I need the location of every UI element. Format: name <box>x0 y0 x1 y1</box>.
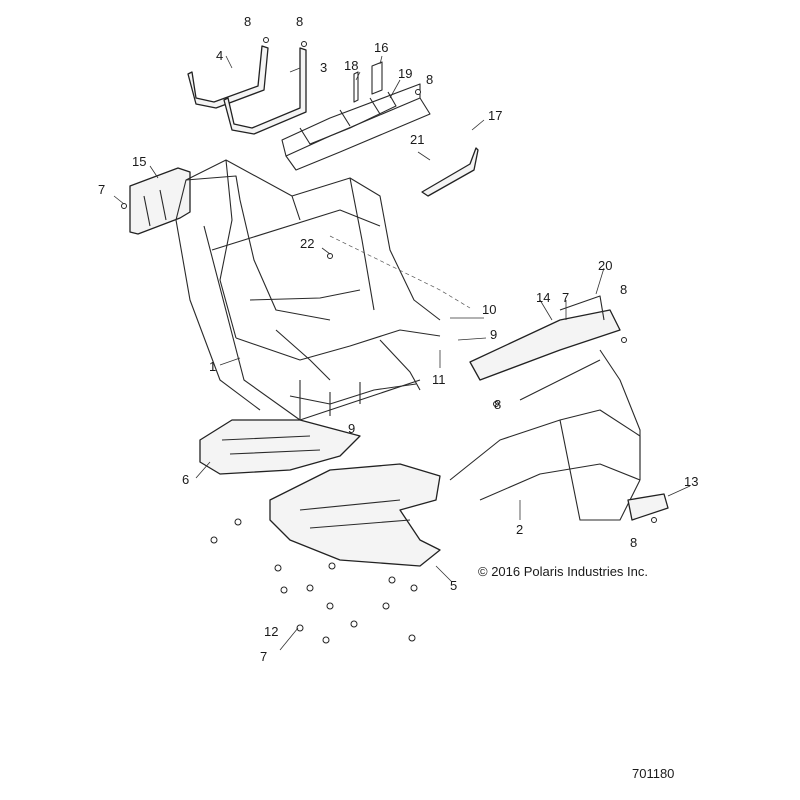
callout-5: 5 <box>450 578 457 593</box>
rear-crossmember-20 <box>469 295 621 381</box>
callout-9b: 9 <box>348 421 355 436</box>
routing-line <box>329 235 471 309</box>
callout-labels: 1 2 3 4 5 6 7 7 7 7 8 8 8 8 8 8 9 9 10 1… <box>98 14 698 664</box>
callout-20: 20 <box>598 258 612 273</box>
figure-number: 701180 <box>632 766 675 781</box>
callout-9a: 9 <box>490 327 497 342</box>
callout-8c: 8 <box>426 72 433 87</box>
callout-4: 4 <box>216 48 223 63</box>
rail-21 <box>421 147 479 197</box>
copyright-notice: © 2016 Polaris Industries Inc. <box>478 564 648 579</box>
callout-19: 19 <box>398 66 412 81</box>
fastener-group <box>121 37 657 644</box>
callout-13: 13 <box>684 474 698 489</box>
skid-plate-6 <box>199 419 361 475</box>
callout-10: 10 <box>482 302 496 317</box>
callout-2: 2 <box>516 522 523 537</box>
seat-bracket-3 <box>223 47 307 135</box>
callout-8f: 8 <box>630 535 637 550</box>
callout-8a: 8 <box>244 14 251 29</box>
skid-plate-5 <box>269 463 441 567</box>
main-frame-1 <box>175 159 441 421</box>
callout-21: 21 <box>410 132 424 147</box>
leader-lines <box>113 55 691 651</box>
bracket-15 <box>129 167 191 235</box>
callout-6: 6 <box>182 472 189 487</box>
callout-16: 16 <box>374 40 388 55</box>
callout-12: 12 <box>264 624 278 639</box>
callout-22: 22 <box>300 236 314 251</box>
callout-8e: 8 <box>494 397 501 412</box>
callout-8d: 8 <box>620 282 627 297</box>
callout-8b: 8 <box>296 14 303 29</box>
callout-7b: 7 <box>562 290 569 305</box>
bracket-13 <box>627 493 669 521</box>
callout-7c: 7 <box>260 649 267 664</box>
seat-base-assembly-19 <box>281 61 431 171</box>
callout-7a: 7 <box>98 182 105 197</box>
callout-18: 18 <box>344 58 358 73</box>
callout-3: 3 <box>320 60 327 75</box>
callout-14: 14 <box>536 290 550 305</box>
seat-bracket-4 <box>187 45 269 109</box>
callout-17: 17 <box>488 108 502 123</box>
callout-15: 15 <box>132 154 146 169</box>
callout-11: 11 <box>432 372 446 387</box>
callout-1: 1 <box>209 359 216 374</box>
